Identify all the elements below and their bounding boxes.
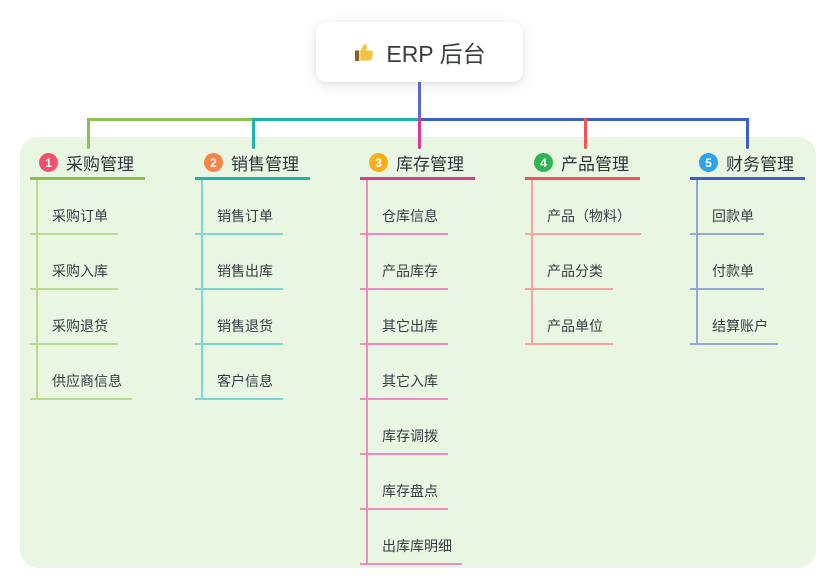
- child-item[interactable]: 库存调拨: [360, 400, 448, 455]
- branch-number-badge: 1: [39, 153, 58, 172]
- branch-number-badge: 3: [369, 153, 388, 172]
- branch-number-badge: 2: [204, 153, 223, 172]
- branch-column-purchase: 1 采购管理 采购订单 采购入库 采购退货 供应商信息: [30, 148, 190, 400]
- branch-drop-connector-2: [252, 118, 255, 149]
- child-label: 产品（物料）: [547, 208, 631, 224]
- bus-line-segment-green: [87, 118, 254, 121]
- child-item[interactable]: 回款单: [690, 180, 764, 235]
- child-item[interactable]: 采购退货: [30, 290, 118, 345]
- branch-drop-connector-4: [584, 118, 587, 149]
- child-label: 采购订单: [52, 208, 108, 224]
- child-label: 销售退货: [217, 318, 273, 334]
- branch-children-connector: [696, 180, 698, 345]
- child-item[interactable]: 采购入库: [30, 235, 118, 290]
- child-label: 库存调拨: [382, 428, 438, 444]
- child-label: 出库库明细: [382, 538, 452, 554]
- branch-children: 回款单 付款单 结算账户: [690, 180, 839, 345]
- branch-label: 库存管理: [396, 155, 464, 174]
- child-item[interactable]: 付款单: [690, 235, 764, 290]
- branch-header[interactable]: 3 库存管理: [360, 148, 475, 180]
- child-label: 销售出库: [217, 263, 273, 279]
- thumbs-up-icon: [353, 40, 377, 64]
- branch-children-connector: [36, 180, 38, 400]
- child-label: 供应商信息: [52, 373, 122, 389]
- branch-children: 采购订单 采购入库 采购退货 供应商信息: [30, 180, 190, 400]
- root-connector-line: [418, 82, 421, 121]
- branch-children-connector: [201, 180, 203, 400]
- branch-header[interactable]: 2 销售管理: [195, 148, 310, 180]
- branch-drop-connector-5: [746, 118, 749, 149]
- branch-label: 销售管理: [231, 155, 299, 174]
- child-item[interactable]: 产品分类: [525, 235, 613, 290]
- branch-header[interactable]: 1 采购管理: [30, 148, 145, 180]
- child-item[interactable]: 销售订单: [195, 180, 283, 235]
- branch-column-finance: 5 财务管理 回款单 付款单 结算账户: [690, 148, 839, 345]
- child-item[interactable]: 结算账户: [690, 290, 778, 345]
- branch-children: 销售订单 销售出库 销售退货 客户信息: [195, 180, 355, 400]
- child-item[interactable]: 出库库明细: [360, 510, 462, 565]
- root-title: ERP 后台: [386, 41, 486, 67]
- branch-column-product: 4 产品管理 产品（物料） 产品分类 产品单位: [525, 148, 685, 345]
- child-label: 销售订单: [217, 208, 273, 224]
- branch-number-badge: 4: [534, 153, 553, 172]
- child-item[interactable]: 销售退货: [195, 290, 283, 345]
- child-item[interactable]: 产品单位: [525, 290, 613, 345]
- bus-line-segment-teal: [253, 118, 420, 121]
- branch-children-connector: [531, 180, 533, 345]
- child-label: 产品分类: [547, 263, 603, 279]
- child-label: 采购退货: [52, 318, 108, 334]
- child-label: 其它入库: [382, 373, 438, 389]
- child-label: 仓库信息: [382, 208, 438, 224]
- branch-children: 产品（物料） 产品分类 产品单位: [525, 180, 685, 345]
- branch-number-badge: 5: [699, 153, 718, 172]
- child-label: 其它出库: [382, 318, 438, 334]
- child-item[interactable]: 库存盘点: [360, 455, 448, 510]
- branch-column-inventory: 3 库存管理 仓库信息 产品库存 其它出库 其它入库 库存调拨 库存盘点 出库库…: [360, 148, 520, 565]
- branches-background-panel: [20, 137, 816, 568]
- child-item[interactable]: 其它出库: [360, 290, 448, 345]
- branch-children: 仓库信息 产品库存 其它出库 其它入库 库存调拨 库存盘点 出库库明细: [360, 180, 520, 565]
- branch-children-connector: [366, 180, 368, 565]
- child-item[interactable]: 采购订单: [30, 180, 118, 235]
- child-item[interactable]: 销售出库: [195, 235, 283, 290]
- child-label: 库存盘点: [382, 483, 438, 499]
- child-item[interactable]: 客户信息: [195, 345, 283, 400]
- branch-column-sales: 2 销售管理 销售订单 销售出库 销售退货 客户信息: [195, 148, 355, 400]
- branch-label: 产品管理: [561, 155, 629, 174]
- branch-label: 采购管理: [66, 155, 134, 174]
- child-label: 付款单: [712, 263, 754, 279]
- child-label: 回款单: [712, 208, 754, 224]
- child-item[interactable]: 产品库存: [360, 235, 448, 290]
- child-item[interactable]: 仓库信息: [360, 180, 448, 235]
- child-item[interactable]: 供应商信息: [30, 345, 132, 400]
- child-label: 结算账户: [712, 318, 768, 334]
- child-label: 产品库存: [382, 263, 438, 279]
- child-label: 客户信息: [217, 373, 273, 389]
- branch-label: 财务管理: [726, 155, 794, 174]
- branch-drop-connector-1: [87, 118, 90, 149]
- child-label: 采购入库: [52, 263, 108, 279]
- branch-header[interactable]: 4 产品管理: [525, 148, 640, 180]
- branch-header[interactable]: 5 财务管理: [690, 148, 805, 180]
- root-node[interactable]: ERP 后台: [316, 22, 523, 82]
- child-label: 产品单位: [547, 318, 603, 334]
- child-item[interactable]: 产品（物料）: [525, 180, 641, 235]
- child-item[interactable]: 其它入库: [360, 345, 448, 400]
- branch-drop-connector-3: [418, 118, 421, 149]
